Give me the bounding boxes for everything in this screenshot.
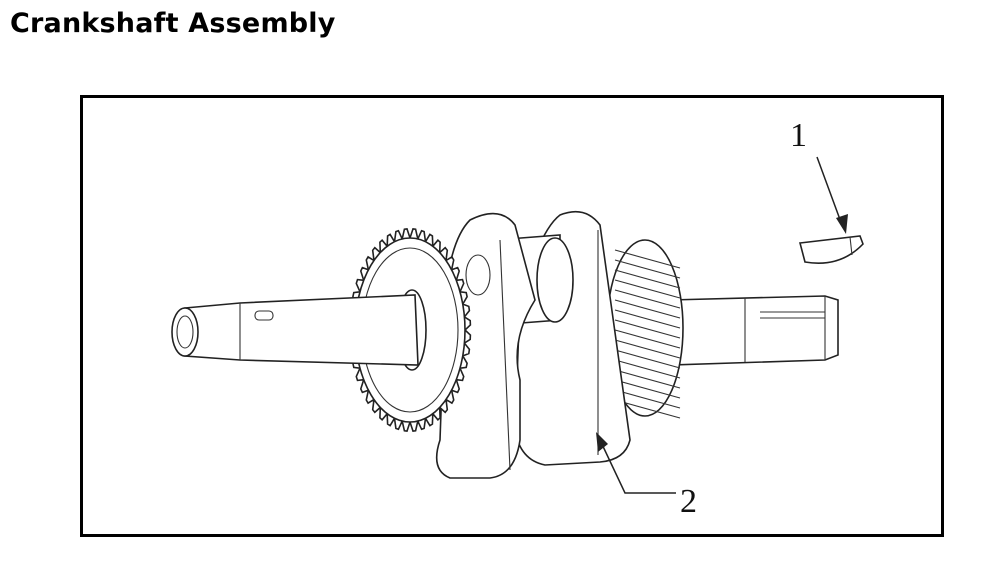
callout-number-2: 2 xyxy=(680,483,697,520)
right-shaft xyxy=(669,295,839,366)
helical-tooth xyxy=(614,379,681,399)
helical-tooth xyxy=(614,339,681,359)
helical-tooth xyxy=(614,299,681,319)
helical-tooth xyxy=(614,269,681,289)
woodruff-key xyxy=(798,235,864,264)
helical-tooth xyxy=(614,349,681,369)
left-shaft xyxy=(171,294,419,366)
helical-tooth xyxy=(614,289,681,309)
helical-tooth xyxy=(614,259,681,279)
helical-tooth xyxy=(614,319,681,339)
helical-tooth xyxy=(614,359,681,379)
helical-tooth xyxy=(614,279,681,299)
page-title: Crankshaft Assembly xyxy=(10,8,336,39)
helical-tooth xyxy=(614,389,681,409)
callout-1: 1 xyxy=(790,117,848,234)
diagram-frame xyxy=(80,95,944,537)
helical-tooth xyxy=(614,249,681,269)
helical-tooth xyxy=(614,399,681,419)
callout-2: 2 xyxy=(596,432,697,520)
callout-number-1: 1 xyxy=(790,117,807,154)
helical-tooth xyxy=(614,369,681,389)
helical-tooth xyxy=(614,309,681,329)
helical-tooth xyxy=(614,329,681,349)
